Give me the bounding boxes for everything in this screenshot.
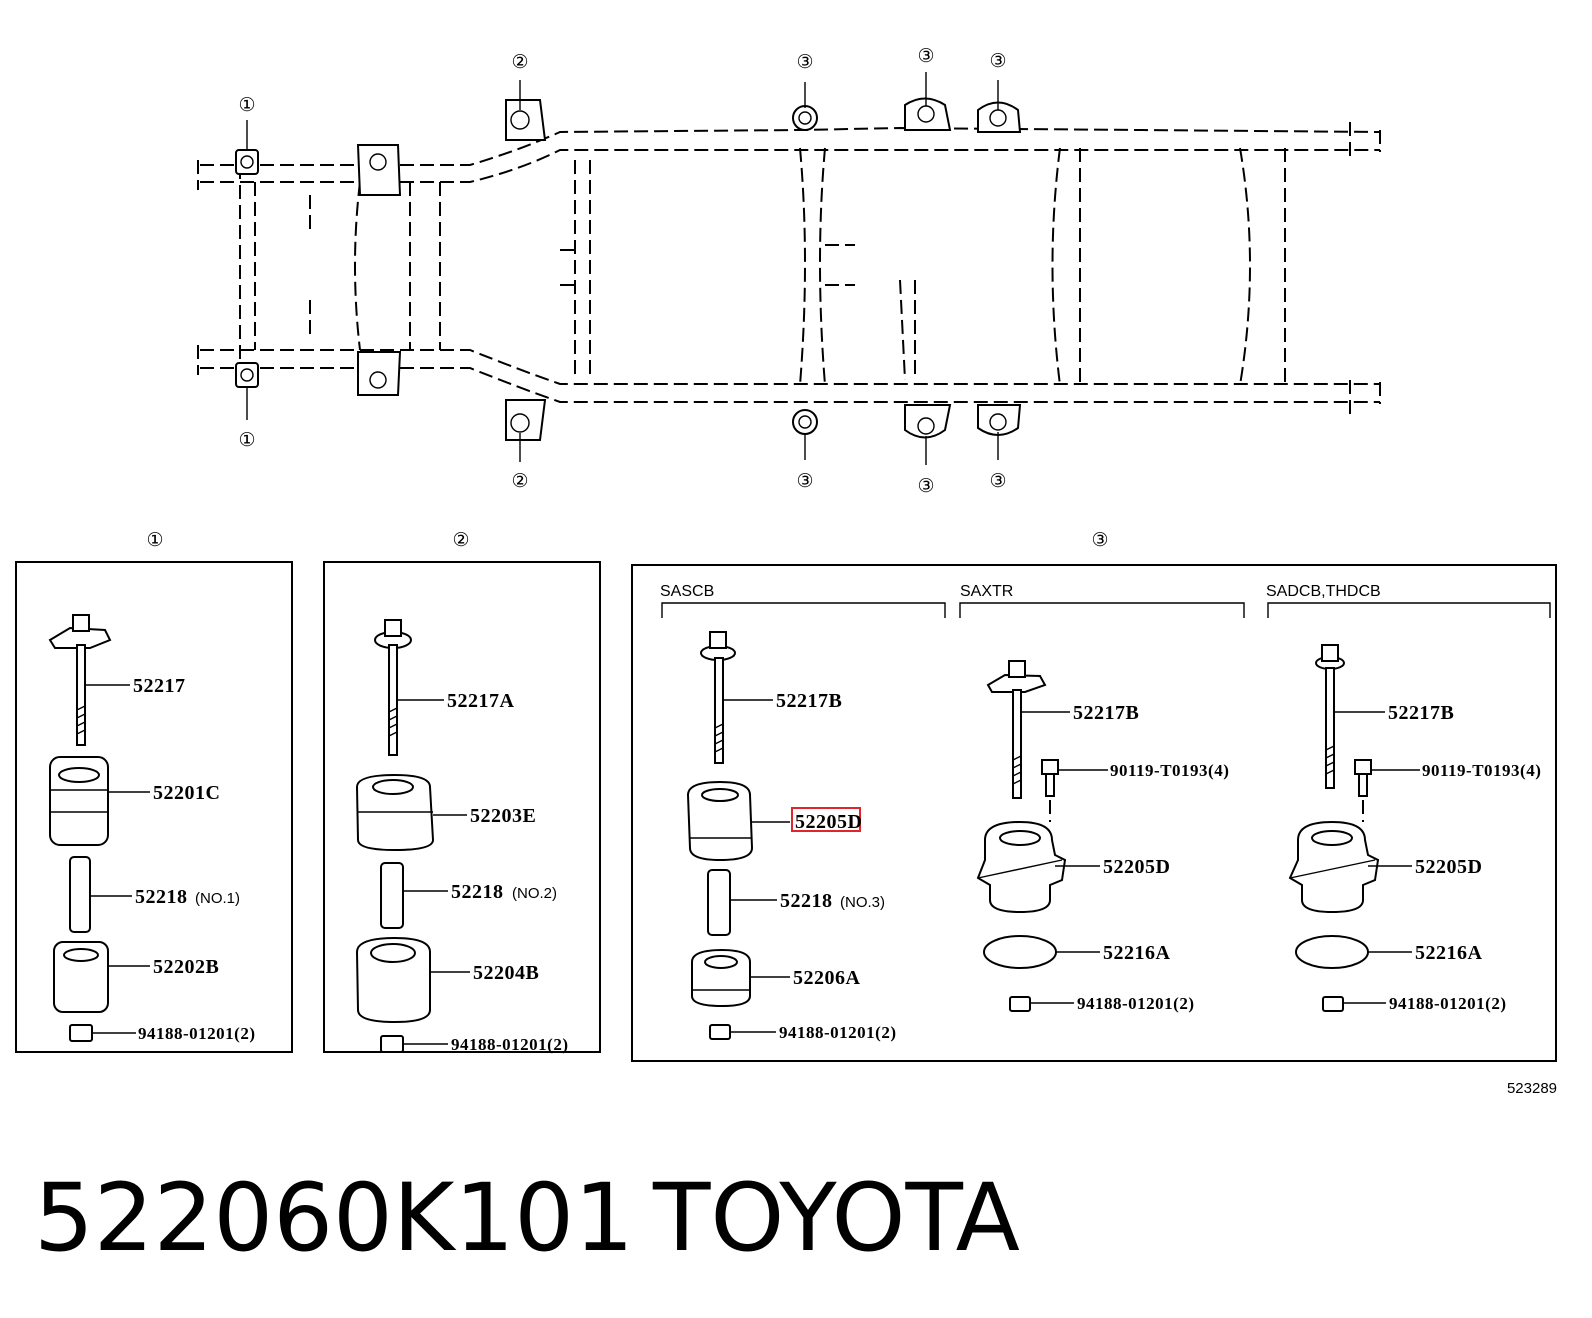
b1-part-5: 94188-01201(2): [138, 1024, 255, 1043]
svg-text:③: ③: [917, 476, 934, 497]
callout-1-lower: ①: [238, 430, 255, 451]
b2-part-4: 52204B: [473, 962, 539, 984]
callout-3-lower-a: ③: [796, 471, 813, 492]
b3c-part-3: 52205D: [1415, 856, 1482, 878]
b1-part-1: 52217: [133, 675, 186, 697]
mount-bracket-3-upper-a: [792, 105, 818, 131]
b3a-part-3-note: (NO.3): [840, 894, 885, 911]
callout-3-lower-c: ③: [989, 471, 1006, 492]
b1-part-3: 52218: [135, 886, 188, 908]
mount-bracket-2-upper: [505, 99, 547, 141]
variant-a-parts: 52217B 52205D 52218 (NO.3) 52206A 94188-…: [686, 631, 896, 1042]
svg-text:③: ③: [989, 471, 1006, 492]
figure-reference: 523289: [1507, 1080, 1557, 1097]
b2-part-2: 52203E: [470, 805, 536, 827]
mount-bracket-1-lower: [235, 362, 259, 388]
callout-2-upper: ②: [511, 52, 528, 73]
mount-bracket-3-upper-b: [904, 97, 952, 131]
variant-heading-3: SADCB,THDCB: [1266, 583, 1381, 600]
b2-part-3-note: (NO.2): [512, 885, 557, 902]
svg-text:③: ③: [989, 51, 1006, 72]
frame-overview: ① ① ② ② ③ ③ ③ ③ ③ ③: [197, 46, 1381, 497]
b3a-part-2: 52205D: [795, 811, 862, 833]
group-3-heading: ③: [1091, 530, 1108, 551]
b3c-part-5: 94188-01201(2): [1389, 994, 1506, 1013]
variant-c-parts: 52217B 90119-T0193(4) 52205D 52216A 9418…: [1288, 644, 1541, 1013]
group-1-heading: ①: [146, 530, 163, 551]
b1-part-2: 52201C: [153, 782, 220, 804]
mount-bracket-2-lower: [505, 399, 547, 441]
callout-3-upper-b: ③: [917, 46, 934, 67]
mount-bracket-3-lower-c: [977, 404, 1022, 436]
svg-text:①: ①: [238, 430, 255, 451]
variant-b-parts: 52217B 90119-T0193(4) 52205D 52216A 9418…: [976, 660, 1229, 1013]
b1-part-3-note: (NO.1): [195, 890, 240, 907]
variant-heading-2: SAXTR: [960, 583, 1013, 600]
b3c-part-1: 52217B: [1388, 702, 1454, 724]
b3b-part-1: 52217B: [1073, 702, 1139, 724]
callout-3-lower-b: ③: [917, 476, 934, 497]
svg-text:③: ③: [917, 46, 934, 67]
group-2-heading: ②: [452, 530, 469, 551]
b3a-part-4: 52206A: [793, 967, 861, 989]
detail-box-1: 52217 52201C 52218 (NO.1) 52202B 94188-0…: [15, 561, 293, 1053]
highlight-box: [791, 807, 861, 832]
svg-text:①: ①: [238, 95, 255, 116]
b3a-part-1: 52217B: [776, 690, 842, 712]
b2-part-3: 52218: [451, 881, 504, 903]
mount-bracket-3-lower-b: [904, 404, 952, 439]
b3c-part-4: 52216A: [1415, 942, 1483, 964]
svg-text:③: ③: [796, 471, 813, 492]
svg-text:②: ②: [511, 52, 528, 73]
b3a-part-3: 52218: [780, 890, 833, 912]
svg-text:②: ②: [511, 471, 528, 492]
front-body-mount-lower: [357, 351, 402, 396]
b3b-part-3: 52205D: [1103, 856, 1170, 878]
front-body-mount-upper: [356, 144, 402, 196]
part-number-caption: 522060K101: [34, 1164, 634, 1273]
variant-heading-1: SASCB: [660, 583, 714, 600]
callout-1-upper: ①: [238, 95, 255, 116]
callout-2-lower: ②: [511, 471, 528, 492]
callout-3-upper-c: ③: [989, 51, 1006, 72]
b3b-part-2: 90119-T0193(4): [1110, 761, 1229, 780]
b3b-part-4: 52216A: [1103, 942, 1171, 964]
brand-caption: TOYOTA: [652, 1164, 1020, 1273]
mount-bracket-3-lower-a: [792, 409, 818, 435]
detail-box-3: SASCB SAXTR SADCB,THDCB 52217B 52205D 52…: [631, 564, 1557, 1062]
mount-bracket-3-upper-c: [977, 101, 1022, 133]
b3a-part-5: 94188-01201(2): [779, 1023, 896, 1042]
b3b-part-5: 94188-01201(2): [1077, 994, 1194, 1013]
b1-part-4: 52202B: [153, 956, 219, 978]
mount-bracket-1-upper: [235, 149, 259, 175]
b2-part-1: 52217A: [447, 690, 515, 712]
callout-3-upper-a: ③: [796, 52, 813, 73]
b3c-part-2: 90119-T0193(4): [1422, 761, 1541, 780]
b2-part-5: 94188-01201(2): [451, 1035, 568, 1054]
detail-box-2: 52217A 52203E 52218 (NO.2) 52204B 94188-…: [323, 561, 601, 1054]
svg-text:③: ③: [796, 52, 813, 73]
